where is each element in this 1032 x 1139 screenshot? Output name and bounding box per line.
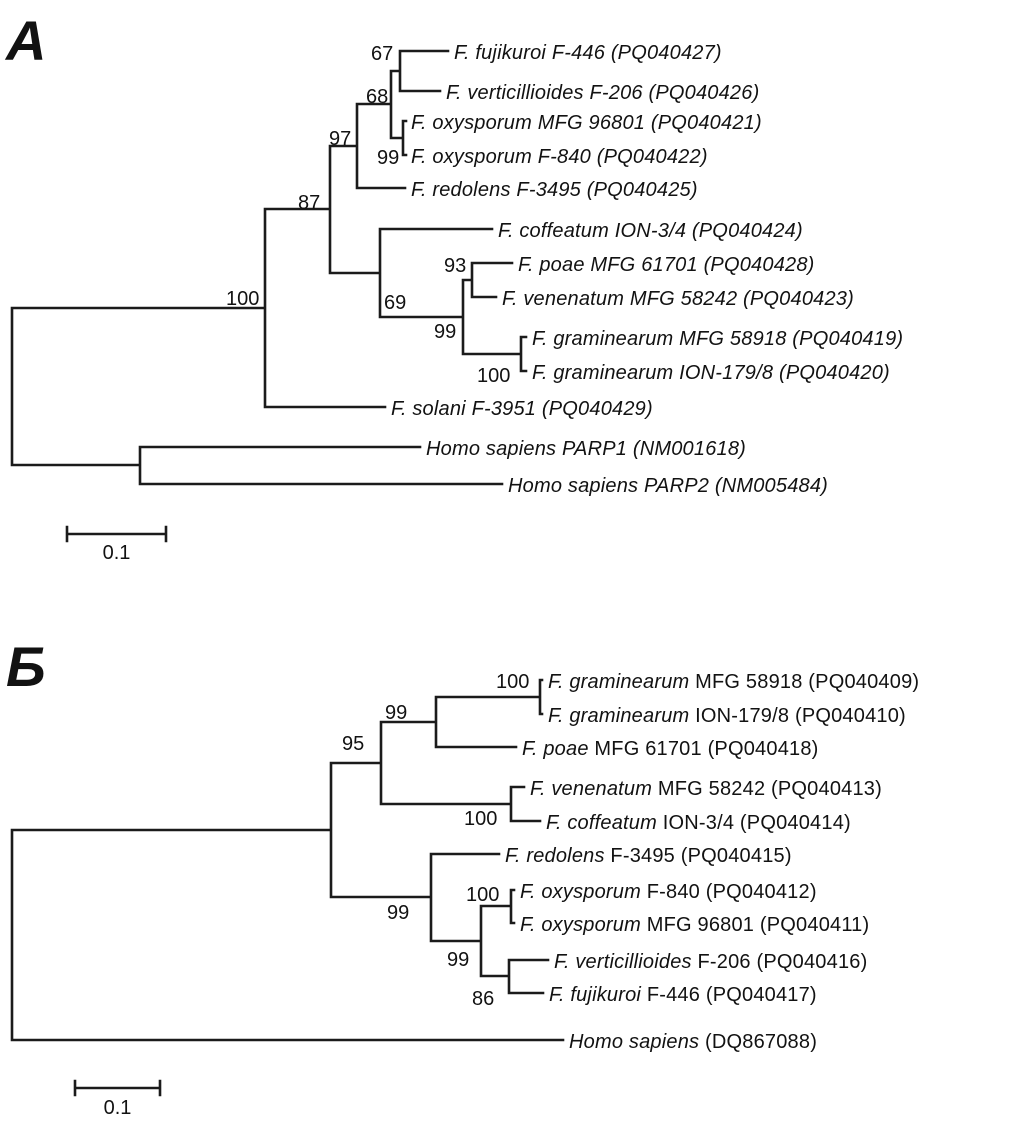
species-name: F. venenatum xyxy=(530,778,653,800)
strain-accession: F-446 (PQ040417) xyxy=(641,984,817,1006)
taxon-label: F. venenatum MFG 58242 (PQ040423) xyxy=(502,288,854,310)
taxon-label: F. oxysporum MFG 96801 (PQ040421) xyxy=(411,112,762,134)
strain-accession: MFG 96801 (PQ040411) xyxy=(640,914,870,936)
taxon-label: F. coffeatum ION-3/4 (PQ040414) xyxy=(546,812,851,834)
bootstrap-value: 87 xyxy=(298,192,321,214)
strain-accession: (DQ867088) xyxy=(699,1031,818,1053)
strain-accession: ION-3/4 (PQ040414) xyxy=(656,812,851,834)
taxon-label: F. graminearum MFG 58918 (PQ040409) xyxy=(548,671,919,693)
species-name: F. graminearum xyxy=(548,671,690,693)
species-name: F. coffeatum xyxy=(546,812,657,834)
taxon-label: F. verticillioides F-206 (PQ040426) xyxy=(446,82,760,104)
bootstrap-value: 86 xyxy=(472,988,495,1010)
strain-accession: F-206 (PQ040416) xyxy=(691,951,868,973)
panel-b-branches xyxy=(10,678,565,1042)
scale-bar-label: 0.1 xyxy=(102,542,131,564)
taxon-label: F. redolens F-3495 (PQ040425) xyxy=(411,179,698,201)
taxon-label: F. oxysporum F-840 (PQ040422) xyxy=(411,146,708,168)
species-name: F. poae xyxy=(522,738,589,760)
bootstrap-value: 68 xyxy=(366,86,389,108)
bootstrap-value: 100 xyxy=(477,365,511,387)
taxon-label: F. oxysporum F-840 (PQ040412) xyxy=(520,881,817,903)
bootstrap-value: 99 xyxy=(447,949,470,971)
species-name: F. redolens xyxy=(505,845,605,867)
panel-a-label: А xyxy=(6,9,47,72)
strain-accession: F-840 (PQ040412) xyxy=(640,881,817,903)
bootstrap-value: 99 xyxy=(434,321,457,343)
bootstrap-value: 97 xyxy=(329,128,352,150)
panel-b-scale-bar xyxy=(73,1079,162,1097)
taxon-label: F. venenatum MFG 58242 (PQ040413) xyxy=(530,778,882,800)
taxon-label: F. graminearum MFG 58918 (PQ040419) xyxy=(532,328,904,350)
scale-bar-label: 0.1 xyxy=(103,1097,132,1119)
taxon-label: Homo sapiens PARP1 (NM001618) xyxy=(426,438,747,460)
taxon-label: F. coffeatum ION-3/4 (PQ040424) xyxy=(498,220,803,242)
taxon-label: Homo sapiens PARP2 (NM005484) xyxy=(508,475,829,497)
taxon-label: F. fujikuroi F-446 (PQ040427) xyxy=(454,42,722,64)
taxon-label: F. graminearum ION-179/8 (PQ040420) xyxy=(532,362,890,384)
taxon-label: F. poae MFG 61701 (PQ040418) xyxy=(522,738,819,760)
taxon-label: F. verticillioides F-206 (PQ040416) xyxy=(554,951,867,973)
taxon-label: F. graminearum ION-179/8 (PQ040410) xyxy=(548,705,906,727)
bootstrap-value: 99 xyxy=(387,902,410,924)
bootstrap-value: 95 xyxy=(342,733,365,755)
species-name: F. graminearum xyxy=(548,705,690,727)
strain-accession: MFG 58918 (PQ040409) xyxy=(689,671,920,693)
taxon-label: F. oxysporum MFG 96801 (PQ040411) xyxy=(520,914,869,936)
species-name: F. oxysporum xyxy=(520,914,641,936)
species-name: F. oxysporum xyxy=(520,881,641,903)
taxon-label: F. poae MFG 61701 (PQ040428) xyxy=(518,254,815,276)
bootstrap-value: 100 xyxy=(464,808,498,830)
panel-b-label: Б xyxy=(6,635,46,698)
strain-accession: MFG 61701 (PQ040418) xyxy=(588,738,819,760)
panel-a-branches xyxy=(10,49,528,486)
bootstrap-value: 100 xyxy=(466,884,500,906)
species-name: F. fujikuroi xyxy=(549,984,642,1006)
species-name: Homo sapiens xyxy=(569,1031,700,1053)
bootstrap-value: 67 xyxy=(371,43,394,65)
strain-accession: MFG 58242 (PQ040413) xyxy=(652,778,882,800)
taxon-label: F. solani F-3951 (PQ040429) xyxy=(391,398,653,420)
bootstrap-value: 69 xyxy=(384,292,407,314)
strain-accession: ION-179/8 (PQ040410) xyxy=(689,705,906,727)
taxon-label: Homo sapiens (DQ867088) xyxy=(569,1031,817,1053)
bootstrap-value: 100 xyxy=(496,671,530,693)
strain-accession: F-3495 (PQ040415) xyxy=(604,845,792,867)
bootstrap-value: 100 xyxy=(226,288,260,310)
bootstrap-value: 99 xyxy=(377,147,400,169)
species-name: F. verticillioides xyxy=(554,951,692,973)
taxon-label: F. fujikuroi F-446 (PQ040417) xyxy=(549,984,817,1006)
bootstrap-value: 93 xyxy=(444,255,467,277)
bootstrap-value: 99 xyxy=(385,702,408,724)
panel-a-scale-bar xyxy=(65,525,168,543)
taxon-label: F. redolens F-3495 (PQ040415) xyxy=(505,845,792,867)
